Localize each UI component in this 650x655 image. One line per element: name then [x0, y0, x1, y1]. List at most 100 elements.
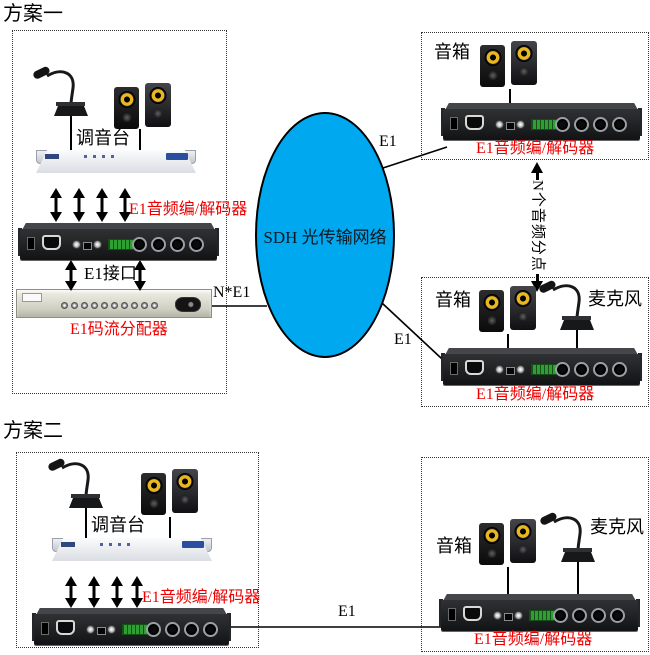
n-e1-label: N*E1 [213, 284, 251, 301]
speaker-driver [483, 527, 500, 544]
xlr-connector [555, 117, 570, 132]
speaker-label: 音箱 [434, 42, 470, 62]
mixer-top-face [52, 538, 212, 561]
mic-label: 麦克风 [590, 517, 644, 537]
e1-label: E1 [338, 603, 356, 620]
codec-label: E1音频编/解码器 [129, 201, 248, 218]
audio-link-arrow [72, 188, 85, 222]
mic-label: 麦克风 [588, 289, 642, 309]
bnc-connector [131, 302, 138, 309]
e1-interface-label: E1接口 [84, 264, 137, 283]
mixer-panel-decor [61, 542, 75, 547]
power-inlet [42, 235, 61, 250]
speaker-right [510, 519, 536, 563]
bnc-connector [107, 625, 116, 634]
bnc-connector [121, 302, 128, 309]
power-inlet [175, 297, 201, 312]
xlr-connector [165, 622, 180, 637]
mixer-top-face [36, 150, 196, 173]
codec-label: E1音频编/解码器 [476, 140, 595, 157]
rack-ear [215, 228, 219, 256]
power-inlet [463, 606, 482, 621]
xlr-connector [612, 362, 627, 377]
rack-front-panel [34, 614, 229, 645]
speaker-left [480, 45, 505, 87]
scheme1-studio-box [12, 30, 227, 394]
speaker-driver [514, 523, 532, 540]
speaker-tweeter [487, 316, 496, 325]
xlr-connector [612, 117, 627, 132]
rack-top-face [443, 594, 636, 601]
sdh-network-cloud: SDH 光传输网络 [255, 112, 395, 358]
audio-points-label: N个音频分点 [529, 180, 546, 272]
bnc-connector [151, 302, 158, 309]
microphone-icon [48, 458, 103, 508]
rack-ear [638, 108, 642, 136]
rack-front-panel [20, 229, 217, 260]
bnc-connector [86, 625, 95, 634]
xlr-connector [203, 622, 218, 637]
xlr-connector [151, 237, 166, 252]
mixer-panel-decor [100, 543, 134, 546]
speaker-label: 音箱 [436, 536, 472, 556]
rack-top-face [36, 608, 227, 615]
speaker-left [114, 87, 139, 129]
rack-front-panel [441, 600, 638, 631]
xlr-connector [574, 117, 589, 132]
scheme2-site-box [421, 457, 649, 652]
power-switch [450, 117, 458, 130]
rack-ear [636, 599, 640, 627]
bnc-connector [516, 120, 525, 129]
xlr-connector [610, 608, 625, 623]
bnc-connector [493, 611, 502, 620]
sdh-network-label: SDH 光传输网络 [263, 227, 387, 247]
bnc-connector [141, 302, 148, 309]
speaker-right [145, 83, 171, 127]
audio-link-arrow [110, 576, 123, 608]
mixer-panel-decor [182, 541, 204, 548]
scheme2-studio-box [16, 452, 259, 648]
xlr-connector [553, 608, 568, 623]
speaker-tweeter [488, 71, 497, 80]
rack-top-face [445, 103, 638, 110]
speaker-driver [145, 477, 162, 494]
bnc-connector [72, 240, 81, 249]
ethernet-port [506, 122, 515, 130]
xlr-connector [132, 237, 147, 252]
rack-ear [638, 353, 642, 381]
e1-codec-device [441, 348, 642, 385]
mixer-device [36, 150, 196, 188]
mixer-label: 调音台 [91, 515, 145, 535]
scheme2-title: 方案二 [3, 420, 63, 442]
power-switch [41, 622, 49, 635]
speaker-right [172, 469, 198, 513]
rack-front-panel [443, 354, 640, 385]
speaker-driver [118, 91, 135, 108]
speaker-tweeter [518, 545, 528, 554]
link-line [535, 173, 539, 180]
bnc-connector [71, 302, 78, 309]
xlr-connector [189, 237, 204, 252]
codec-label: E1音频编/解码器 [142, 589, 261, 606]
ethernet-port [97, 627, 106, 635]
scheme1-title: 方案一 [3, 3, 63, 25]
power-switch [450, 362, 458, 375]
mixer-panel-decor [84, 155, 118, 158]
speaker-driver [176, 473, 194, 490]
microphone-icon [540, 512, 595, 562]
speaker-driver [515, 45, 533, 62]
speaker-left [479, 290, 504, 332]
xlr-connector [593, 117, 608, 132]
mixer-panel-decor [166, 153, 188, 160]
codec-label: E1音频编/解码器 [476, 386, 595, 403]
audio-link-arrow [95, 188, 108, 222]
speaker-driver [484, 49, 501, 66]
e1-bottom-label: E1 [394, 331, 412, 348]
power-inlet [56, 620, 75, 635]
mixer-panel-decor [45, 154, 59, 159]
power-inlet [465, 360, 484, 375]
bnc-connector [495, 120, 504, 129]
speaker-tweeter [487, 549, 496, 558]
ethernet-port [506, 367, 515, 375]
